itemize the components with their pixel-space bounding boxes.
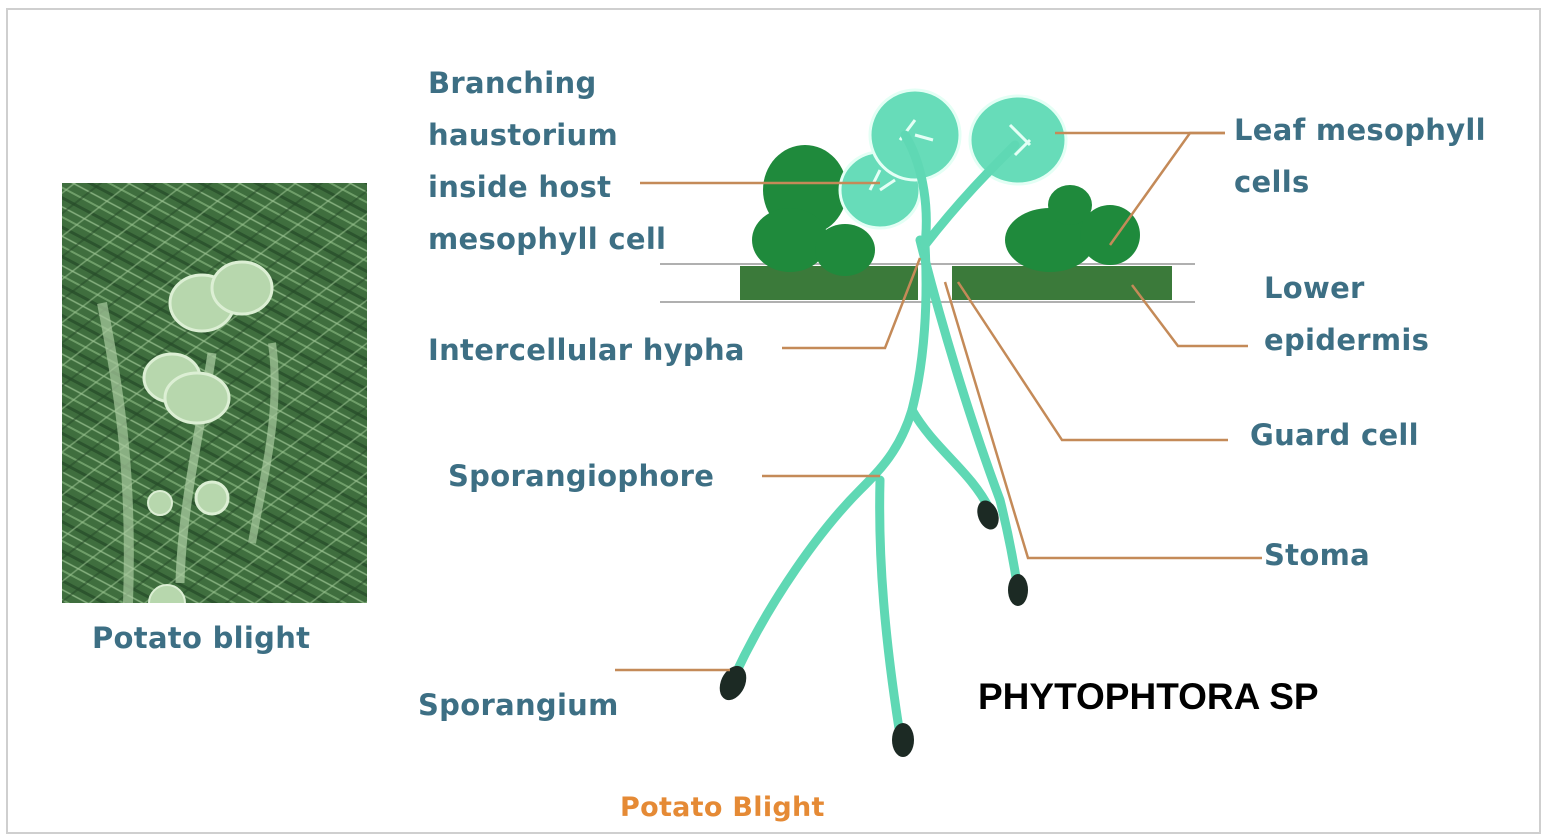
- label-sporangium: Sporangium: [418, 679, 619, 731]
- label-leaf-mesophyll: Leaf mesophyll cells: [1234, 104, 1486, 208]
- overlay-title: PHYTOPHTORA SP: [978, 676, 1319, 718]
- label-sporangiophore: Sporangiophore: [448, 450, 714, 502]
- label-guard-cell: Guard cell: [1250, 409, 1419, 461]
- label-lower-epidermis: Lower epidermis: [1264, 262, 1429, 366]
- leader-lines: [615, 133, 1262, 670]
- label-branching-haustorium: Branching haustorium inside host mesophy…: [428, 57, 666, 265]
- diagram-caption: Potato Blight: [620, 782, 825, 834]
- label-stoma: Stoma: [1264, 529, 1370, 581]
- label-intercellular-hypha: Intercellular hypha: [428, 324, 745, 376]
